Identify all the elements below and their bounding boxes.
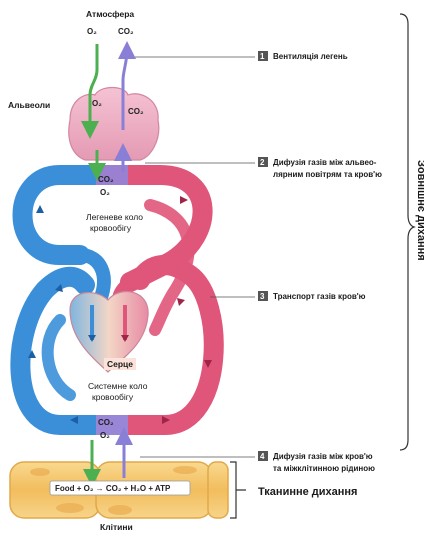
step-4-text-2: та міжклітинною рідиною [273,464,375,473]
step-4-number: 4 [260,452,265,461]
alveoli-shape [69,88,159,161]
step-1-text: Вентиляція легень [273,52,348,61]
step-2: 2 Дифузія газів між альвео- лярним повіт… [258,157,382,179]
systemic-label-2: кровообігу [92,392,134,402]
step-2-text-1: Дифузія газів між альвео- [273,158,377,167]
external-respiration-label: Зовнішнє дихання [415,160,424,261]
alveoli-label: Альвеоли [8,100,50,110]
atmosphere-o2: O₂ [87,27,97,36]
step-3-number: 3 [260,292,265,301]
lung-co2: CO₂ [98,175,114,184]
step-1-number: 1 [260,52,265,61]
step-2-text-2: лярним повітрям та кров'ю [273,170,382,179]
atmosphere-co2: CO₂ [118,27,134,36]
lung-o2: O₂ [100,188,110,197]
pulmonary-label-1: Легеневе коло [86,212,143,222]
systemic-label-1: Системне коло [88,381,148,391]
alveoli-o2: O₂ [92,99,102,108]
step-4-text-1: Дифузія газів між кров'ю [273,452,373,461]
step-3: 3 Транспорт газів кров'ю [258,291,366,301]
tissue-o2: O₂ [100,431,110,440]
atmosphere-title: Атмосфера [86,9,134,19]
tissue-co2: CO₂ [98,418,114,427]
pulmonary-label-2: кровообігу [90,223,132,233]
external-respiration-brace [400,14,414,450]
step-3-text: Транспорт газів кров'ю [273,292,366,301]
tissue-respiration-bracket [230,462,246,518]
step-2-number: 2 [260,158,265,167]
step-4: 4 Дифузія газів між кров'ю та міжклітинн… [258,451,375,473]
reaction-text: Food + O₂ → CO₂ + H₂O + ATP [55,484,171,493]
reaction-box: Food + O₂ → CO₂ + H₂O + ATP [50,481,190,495]
alveoli-co2: CO₂ [128,107,144,116]
heart-label: Серце [107,359,133,369]
step-1: 1 Вентиляція легень [258,51,348,61]
cells-label: Клітини [100,522,133,532]
tissue-respiration-label: Тканинне дихання [258,486,357,498]
